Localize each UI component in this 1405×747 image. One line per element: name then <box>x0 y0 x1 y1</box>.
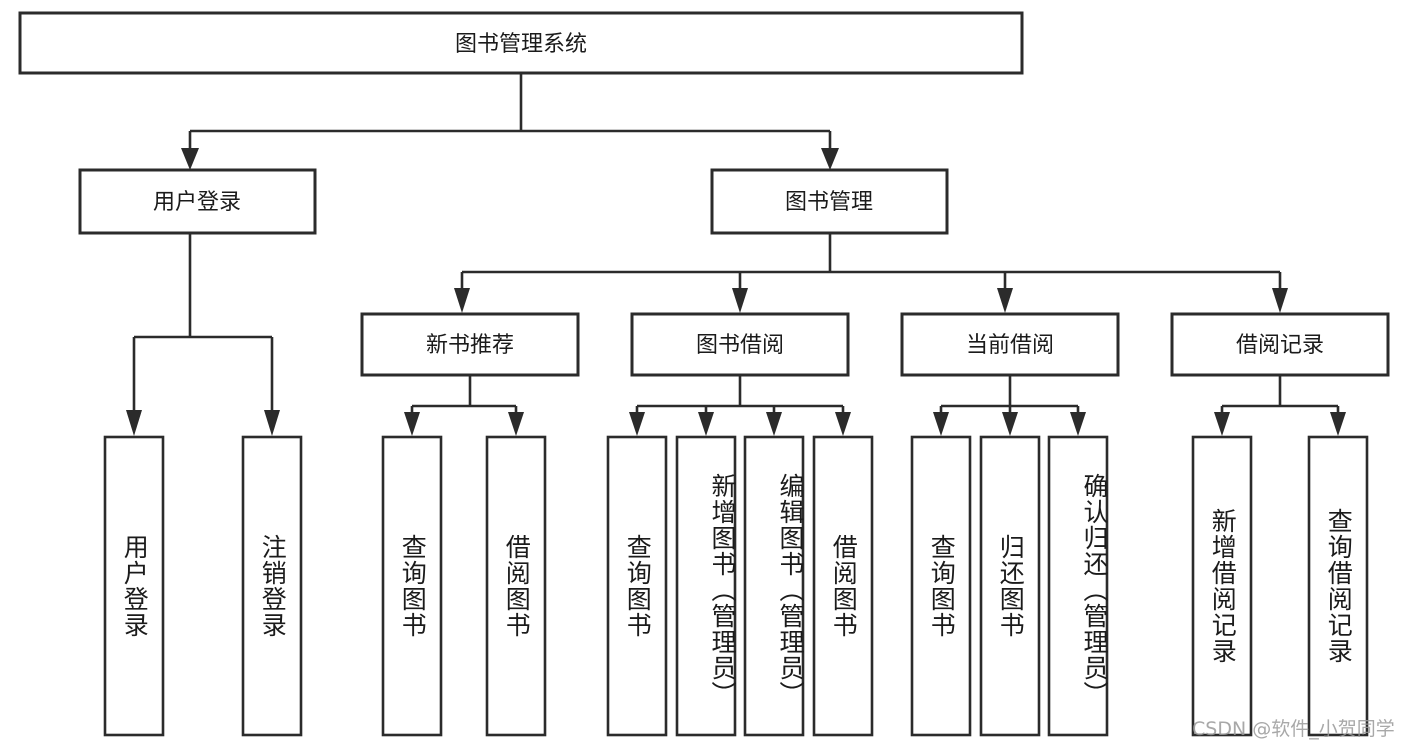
arrowhead-leaf-borrow-book-1 <box>508 412 524 436</box>
arrowhead-leaf-query-book-3 <box>933 412 949 436</box>
arrowhead-borrow-record <box>1272 288 1288 313</box>
arrowhead-userlogin <box>181 148 199 170</box>
connector-group-borrowrecord <box>1214 375 1346 436</box>
node-borrow-record[interactable]: 借阅记录 <box>1170 312 1390 377</box>
leaf-boxes-new-book-recommend <box>381 435 547 737</box>
node-borrow-record-label: 借阅记录 <box>1236 333 1324 358</box>
leaf-box-query-book-1[interactable] <box>381 435 443 737</box>
leaf-box-confirm-return-admin[interactable] <box>1047 435 1109 737</box>
node-root-box[interactable] <box>18 11 1024 75</box>
arrowhead-leaf-query-borrow-record <box>1330 412 1346 436</box>
node-user-login-label: 用户登录 <box>153 190 241 215</box>
node-current-borrow-label: 当前借阅 <box>966 333 1054 358</box>
arrowhead-leaf-edit-book-admin <box>766 412 782 436</box>
leaf-box-edit-book-admin[interactable] <box>743 435 805 737</box>
arrowhead-book-borrow <box>732 288 748 313</box>
connector-group-bookmgmt <box>454 233 1288 313</box>
node-root-label: 图书管理系统 <box>455 32 587 57</box>
leaf-boxes-user-login <box>103 435 303 737</box>
node-book-borrow-label: 图书借阅 <box>696 333 784 358</box>
node-book-borrow-box[interactable] <box>630 312 850 377</box>
node-current-borrow[interactable]: 当前借阅 <box>900 312 1120 377</box>
leaf-boxes-book-borrow <box>606 435 874 737</box>
leaf-box-query-borrow-record[interactable] <box>1307 435 1369 737</box>
leaf-box-borrow-book-2[interactable] <box>812 435 874 737</box>
leaf-box-query-book-2[interactable] <box>606 435 668 737</box>
arrowhead-leaf-query-book-2 <box>629 412 645 436</box>
node-user-login[interactable]: 用户登录 <box>78 168 317 235</box>
connector-group-root <box>181 73 839 170</box>
arrowhead-leaf-add-book-admin <box>698 412 714 436</box>
arrowhead-leaf-borrow-book-2 <box>835 412 851 436</box>
leaf-box-add-borrow-record[interactable] <box>1191 435 1253 737</box>
arrowhead-current-borrow <box>997 288 1013 313</box>
connector-group-bookborrow <box>629 375 851 436</box>
node-new-book-recommend-box[interactable] <box>360 312 580 377</box>
leaf-box-query-book-3[interactable] <box>910 435 972 737</box>
csdn-watermark: CSDN @软件_小贺同学 <box>1192 718 1395 740</box>
arrowhead-leaf-query-book-1 <box>404 412 420 436</box>
connector-group-newbook <box>404 375 524 436</box>
node-new-book-recommend[interactable]: 新书推荐 <box>360 312 580 377</box>
node-new-book-recommend-label: 新书推荐 <box>426 333 514 358</box>
leaf-box-return-book[interactable] <box>979 435 1041 737</box>
leaf-boxes-current-borrow <box>910 435 1109 737</box>
arrowhead-leaf-return-book <box>1002 412 1018 436</box>
leaf-box-user-login[interactable] <box>103 435 165 737</box>
leaf-box-borrow-book-1[interactable] <box>485 435 547 737</box>
arrowhead-leaf-user-login <box>126 410 142 436</box>
leaf-box-add-book-admin[interactable] <box>675 435 737 737</box>
node-current-borrow-box[interactable] <box>900 312 1120 377</box>
leaf-boxes-borrow-record <box>1191 435 1369 737</box>
connector-group-currentborrow <box>933 375 1086 436</box>
node-book-management-box[interactable] <box>710 168 949 235</box>
arrowhead-bookmgmt <box>821 148 839 170</box>
node-book-borrow[interactable]: 图书借阅 <box>630 312 850 377</box>
node-user-login-box[interactable] <box>78 168 317 235</box>
leaf-box-logout-login[interactable] <box>241 435 303 737</box>
node-book-management[interactable]: 图书管理 <box>710 168 949 235</box>
node-book-management-label: 图书管理 <box>785 190 873 215</box>
connector-group-userlogin <box>126 233 280 436</box>
arrowhead-new-book-recommend <box>454 288 470 313</box>
arrowhead-leaf-confirm-return-admin <box>1070 412 1086 436</box>
arrowhead-leaf-logout-login <box>264 410 280 436</box>
node-root[interactable]: 图书管理系统 <box>18 11 1024 75</box>
node-borrow-record-box[interactable] <box>1170 312 1390 377</box>
arrowhead-leaf-add-borrow-record <box>1214 412 1230 436</box>
